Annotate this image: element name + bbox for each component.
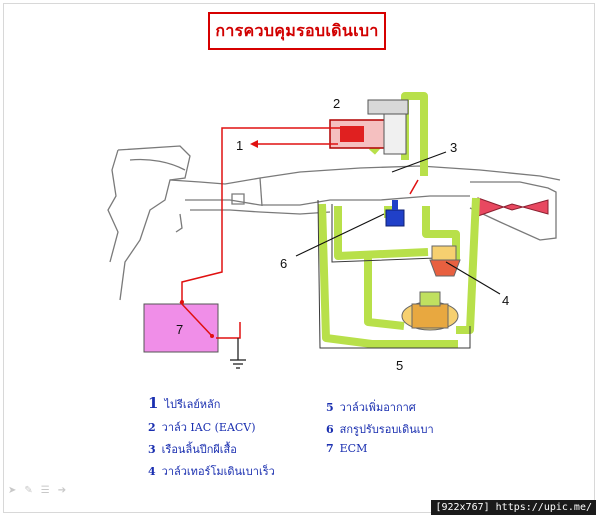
ground-symbol: [230, 338, 246, 369]
leader-lines: [295, 151, 501, 295]
page-title: การควบคุมรอบเดินเบา: [215, 20, 379, 40]
callout-6: 6: [280, 256, 288, 271]
intake-manifold-outline: [107, 145, 561, 301]
image-footer: [922x767] https://upic.me/: [431, 500, 596, 515]
idle-adjust-screw: [385, 200, 405, 227]
slide-toolbar: ➤ ✎ ☰ ➔: [8, 485, 66, 496]
callout-4: 4: [502, 293, 510, 308]
ecm-box: [143, 303, 219, 353]
callout-5: 5: [396, 358, 404, 373]
callout-2: 2: [333, 96, 341, 111]
callout-1: 1: [236, 138, 244, 153]
relay-arrow: [250, 140, 258, 148]
title-box: การควบคุมรอบเดินเบา: [208, 12, 386, 50]
passage-outlines: [317, 199, 471, 349]
menu-icon[interactable]: ☰: [40, 485, 50, 496]
air-valve: [401, 291, 459, 331]
arrow-icon[interactable]: ➤: [8, 485, 17, 496]
slide-frame: [3, 3, 595, 513]
wiring: [179, 127, 419, 339]
callout-3: 3: [450, 140, 458, 155]
throttle-plate: [477, 197, 549, 217]
fast-idle-thermo-valve: [429, 245, 461, 277]
pen-icon[interactable]: ✎: [24, 485, 33, 496]
callout-7: 7: [176, 322, 184, 337]
next-icon[interactable]: ➔: [57, 485, 67, 496]
iac-valve: [329, 99, 409, 155]
